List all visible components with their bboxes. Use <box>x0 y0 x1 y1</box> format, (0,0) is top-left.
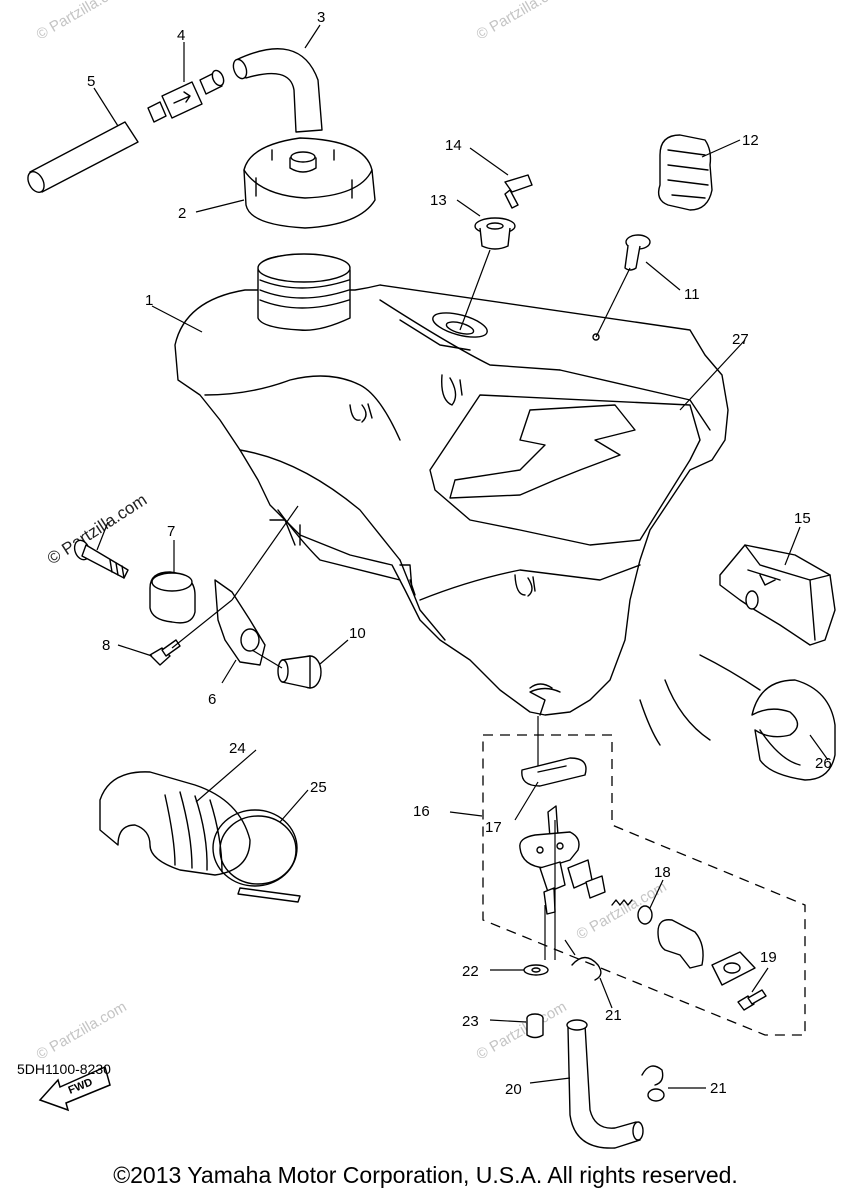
part-20-fuel-hose <box>566 1019 644 1149</box>
part-2-fuel-cap <box>243 137 376 229</box>
callout-13: 13 <box>430 192 447 209</box>
watermark: © Partzilla.com <box>474 998 570 1063</box>
diagram-code: 5DH1100-8230 <box>17 1061 111 1077</box>
part-4-check-valve <box>147 69 225 123</box>
part-12-clip <box>657 134 713 211</box>
callout-16: 16 <box>413 803 430 820</box>
part-24-boot <box>99 771 251 876</box>
part-14-screw <box>504 174 533 209</box>
fuel-cock-body <box>519 805 593 915</box>
watermark: © Partzilla.com <box>34 0 130 43</box>
watermark: © Partzilla.com <box>34 998 130 1063</box>
part-6-stay <box>214 579 266 666</box>
callout-20: 20 <box>505 1081 522 1098</box>
part-22-washer <box>523 964 549 976</box>
lever-knob <box>657 919 704 969</box>
copyright-notice: ©2013 Yamaha Motor Corporation, U.S.A. A… <box>113 1162 738 1188</box>
callout-18: 18 <box>654 864 671 881</box>
leader-lines <box>93 24 829 1089</box>
part-3-vent-hose <box>232 48 323 133</box>
callout-17: 17 <box>485 819 502 836</box>
callout-2: 2 <box>178 205 186 222</box>
callout-12: 12 <box>742 132 759 149</box>
part-19-plate <box>711 951 767 1011</box>
part-9-bolt <box>73 539 129 579</box>
callout-3: 3 <box>317 9 325 26</box>
callout-14: 14 <box>445 137 462 154</box>
callout-23: 23 <box>462 1013 479 1030</box>
callout-6: 6 <box>208 691 216 708</box>
callout-21: 21 <box>605 1007 622 1024</box>
part-8-bolt <box>149 639 181 666</box>
watermark: © Partzilla.com <box>474 0 570 43</box>
callout-19: 19 <box>760 949 777 966</box>
callout-11: 11 <box>684 286 700 303</box>
callout-24: 24 <box>229 740 246 757</box>
part-13-collar <box>474 217 516 250</box>
callout-22: 22 <box>462 963 479 980</box>
callout-5: 5 <box>87 73 95 90</box>
part-7-grommet <box>149 571 196 624</box>
callout-10: 10 <box>349 625 366 642</box>
fwd-arrow-icon: FWD <box>38 1065 111 1112</box>
callout-4: 4 <box>177 27 185 44</box>
part-26-damper <box>639 654 836 781</box>
part-10-collar <box>277 655 322 689</box>
part-18-o-ring <box>585 875 653 925</box>
callout-26: 26 <box>815 755 832 772</box>
part-1-fuel-tank <box>174 253 729 716</box>
part-15-bracket <box>719 544 836 646</box>
callout-15: 15 <box>794 510 811 527</box>
callout-7: 7 <box>167 523 175 540</box>
part-21-clip <box>571 956 665 1102</box>
part-11-bolt <box>624 234 651 271</box>
callout-25: 25 <box>310 779 327 796</box>
part-17-gasket <box>521 757 587 787</box>
callout-1: 1 <box>145 292 153 309</box>
part-25-band <box>212 809 301 903</box>
part-5-breather-hose <box>27 121 139 193</box>
callout-27: 27 <box>732 331 749 348</box>
callout-labels: 1 2 3 4 5 6 7 8 10 11 12 13 14 15 16 17 … <box>87 9 832 1098</box>
part-23-screw <box>526 1013 544 1039</box>
part-16-fuel-cock-assy <box>482 734 806 1036</box>
callout-8: 8 <box>102 637 110 654</box>
callout-21b: 21 <box>710 1080 727 1097</box>
